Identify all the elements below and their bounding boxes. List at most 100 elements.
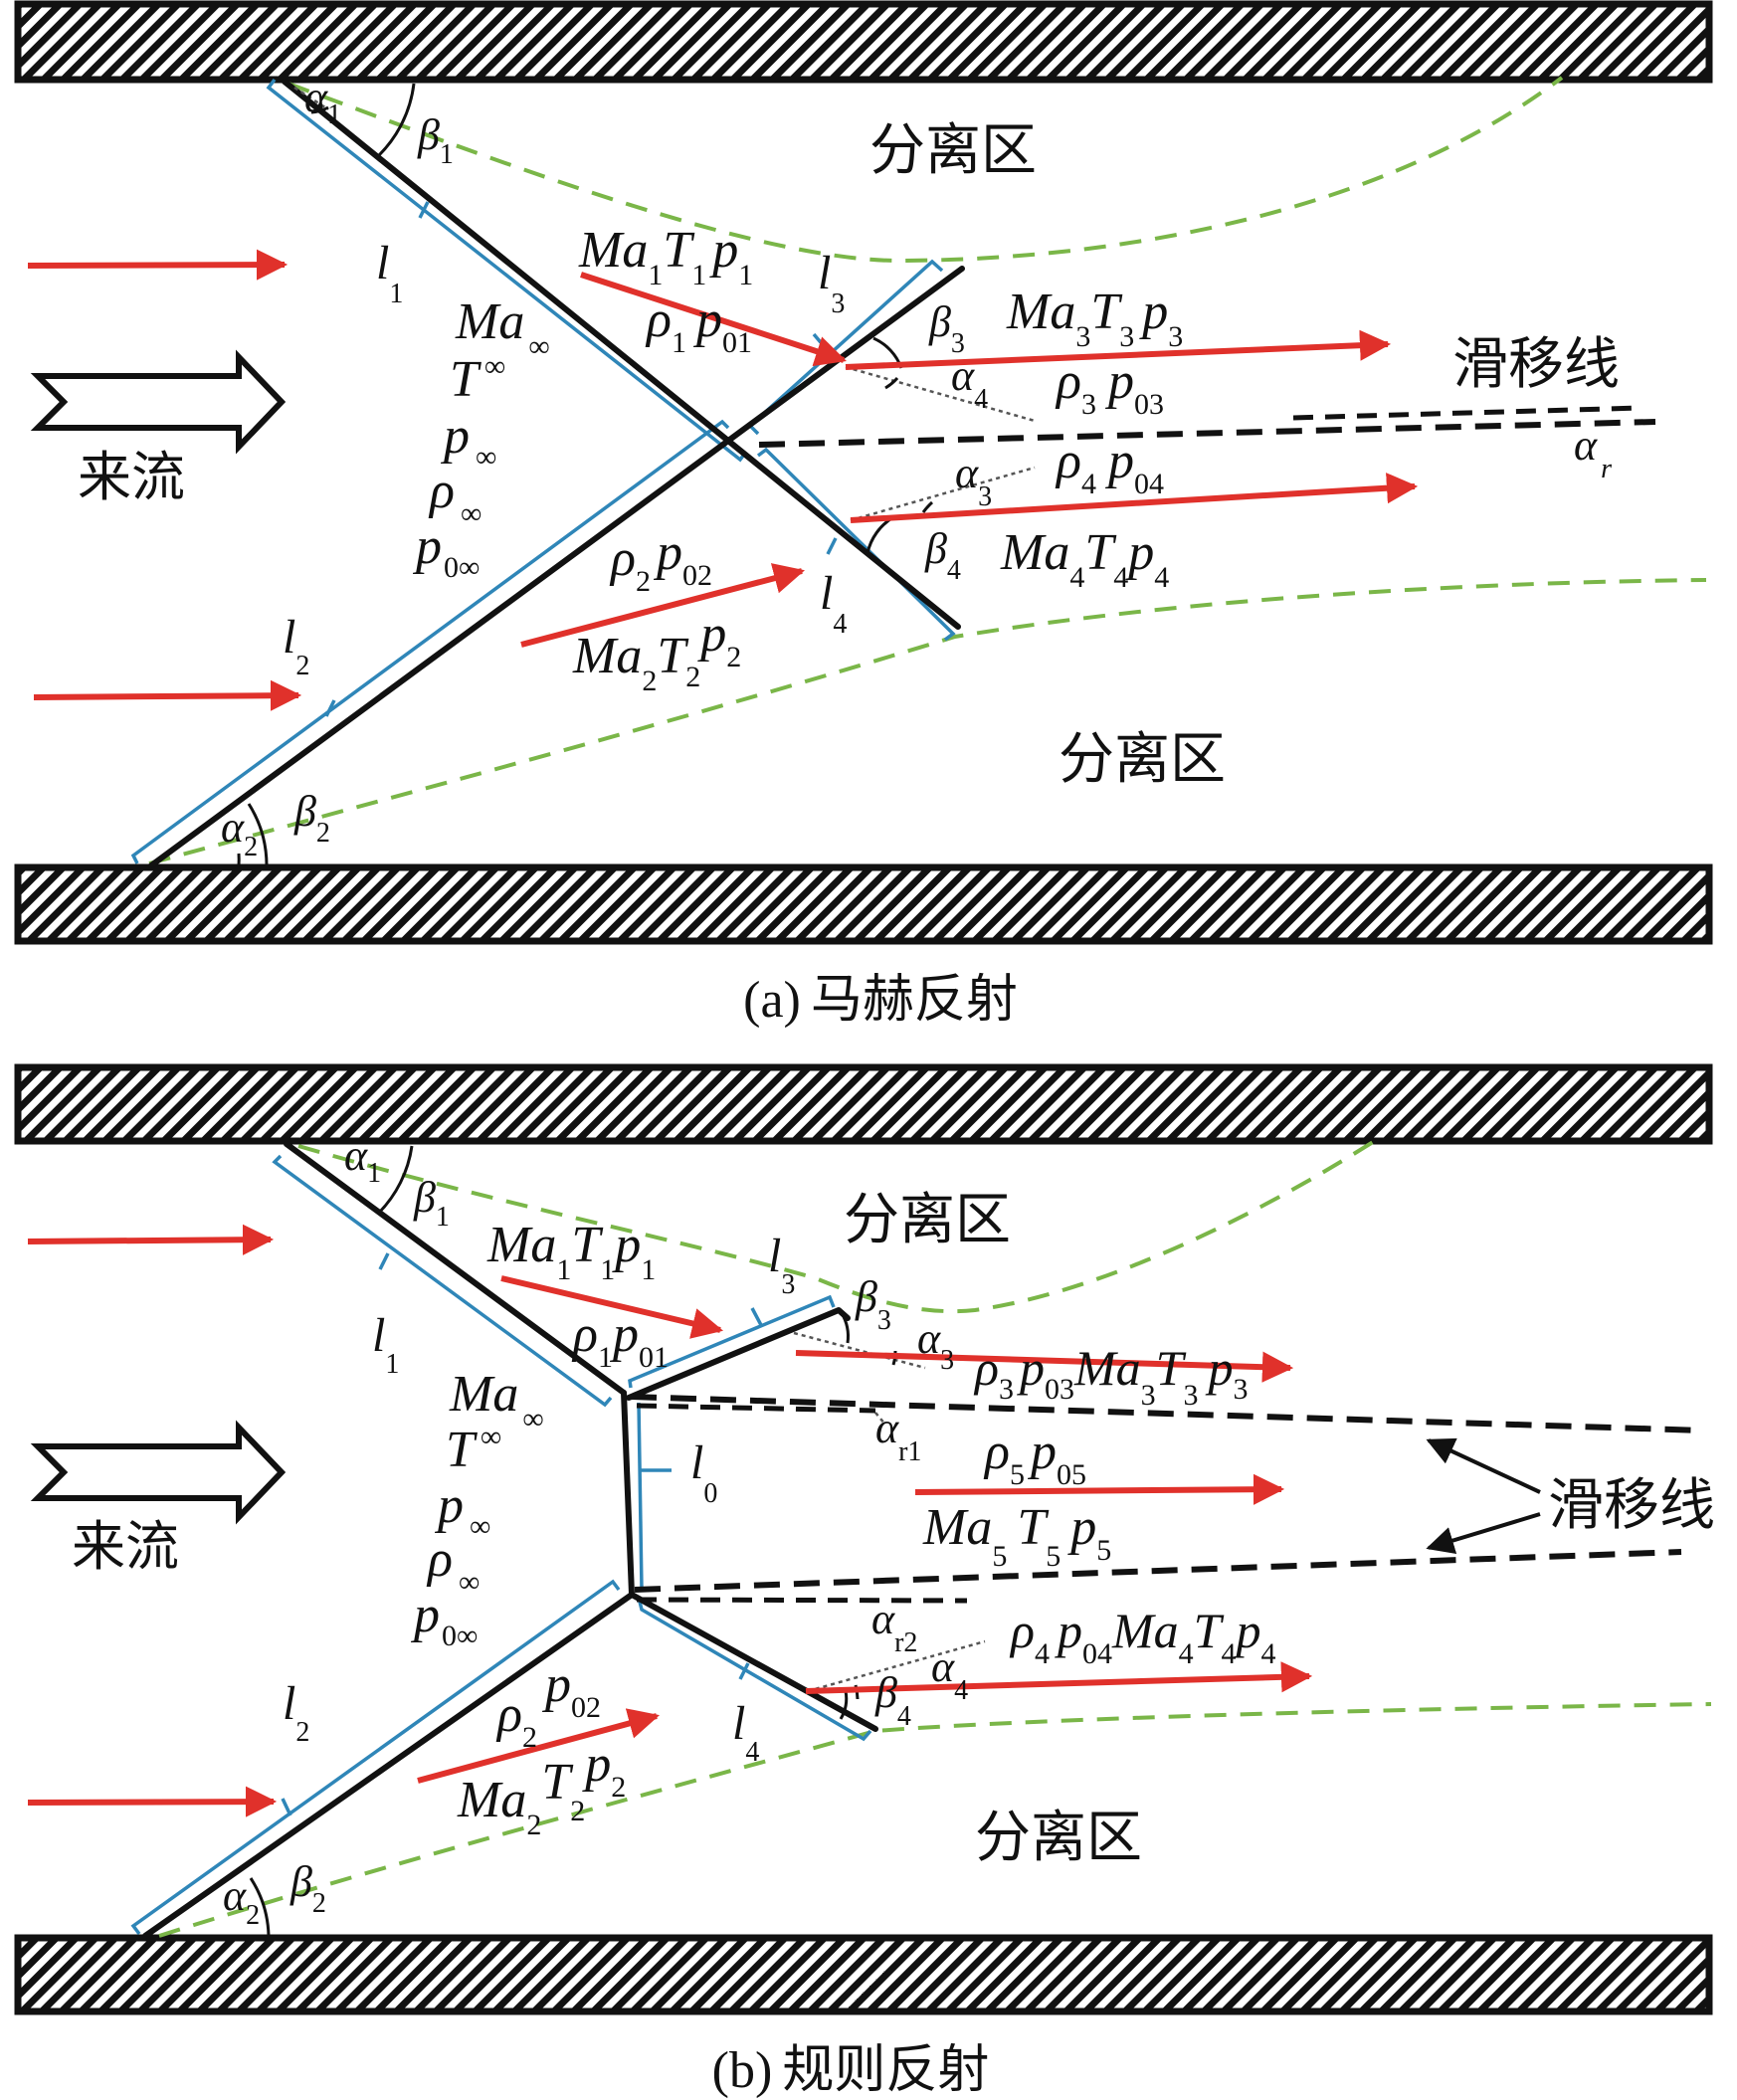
incoming-flow-label: 来流 xyxy=(72,1515,179,1578)
svg-text:p∞: p∞ xyxy=(440,408,496,474)
incident-shock-1 xyxy=(282,79,961,630)
reflected-shock-3 xyxy=(626,1307,851,1401)
l2-tick xyxy=(281,1798,292,1816)
svg-text:αr: αr xyxy=(1574,421,1612,484)
freestream-labels: Ma∞ T∞ p∞ ρ∞ p0∞ xyxy=(410,1366,544,1652)
l4-marker xyxy=(756,447,956,642)
separation-boundary-top xyxy=(297,1140,1375,1314)
region1-arrow xyxy=(500,1275,724,1339)
region1-labels: Ma1T1p1 ρ1p01 xyxy=(486,1217,669,1374)
svg-text:β3: β3 xyxy=(855,1272,891,1336)
svg-text:ρ2p02: ρ2p02 xyxy=(609,524,712,598)
region5-arrow xyxy=(914,1473,1285,1505)
l2-marker xyxy=(130,419,730,864)
l0-marker xyxy=(637,1402,644,1591)
slip-line-lower-ref xyxy=(636,1597,968,1604)
separation-zone-bottom-label: 分离区 xyxy=(1059,727,1226,792)
shock-length-markers xyxy=(130,78,956,864)
l4-tick xyxy=(738,1662,750,1680)
svg-text:p∞: p∞ xyxy=(434,1477,490,1543)
slip-line-lower xyxy=(634,1549,1682,1593)
region2-arrow xyxy=(417,1708,661,1784)
slip-line-upper xyxy=(630,1394,1705,1433)
region2-arrow xyxy=(520,563,806,648)
svg-text:ρ1p01: ρ1p01 xyxy=(571,1306,669,1374)
svg-text:p0∞: p0∞ xyxy=(412,518,480,584)
svg-text:l3: l3 xyxy=(768,1230,795,1300)
incoming-flow-arrow-icon xyxy=(30,349,287,455)
svg-text:αr1: αr1 xyxy=(875,1404,921,1467)
mach-stem xyxy=(621,1390,635,1598)
region4-arrow xyxy=(850,473,1419,523)
slip-pointer-upper xyxy=(1426,1437,1541,1494)
freestream-arrow-upper xyxy=(27,249,289,281)
svg-text:ρ1p01: ρ1p01 xyxy=(645,291,752,359)
region3-arrow xyxy=(845,329,1392,370)
incident-shock-2 xyxy=(148,266,965,868)
shock-length-markers xyxy=(130,1154,872,1936)
shocks xyxy=(148,79,965,868)
separation-boundary-bottom xyxy=(158,1702,1712,1938)
svg-text:l4: l4 xyxy=(732,1697,759,1768)
slip-line-upper-ref xyxy=(636,1403,876,1414)
shocks xyxy=(142,1141,878,1939)
l1-tick xyxy=(378,1252,390,1270)
svg-text:Ma2T2p2: Ma2T2p2 xyxy=(457,1736,626,1841)
svg-text:α1: α1 xyxy=(304,73,341,130)
angle-labels: α1 β1 β3 α3 αr1 αr2 α4 β4 α2 β2 xyxy=(223,1131,968,1931)
slip-line-pointers xyxy=(1426,1437,1541,1555)
angle-references xyxy=(793,1331,986,1693)
svg-text:β1: β1 xyxy=(417,110,454,170)
l2-tick xyxy=(324,699,336,717)
svg-text:Ma∞: Ma∞ xyxy=(455,293,550,363)
freestream-arrow-lower xyxy=(33,679,302,711)
slip-line-label: 滑移线 xyxy=(1548,1473,1715,1538)
l1-tick xyxy=(418,201,430,219)
incident-shock-1 xyxy=(284,1141,627,1396)
separation-zone-bottom-label: 分离区 xyxy=(975,1806,1142,1870)
l3-marker xyxy=(747,259,944,436)
svg-text:β4: β4 xyxy=(924,524,961,586)
region4-arrow xyxy=(805,1661,1313,1694)
svg-text:Ma1T1p1: Ma1T1p1 xyxy=(578,222,753,291)
svg-text:α4: α4 xyxy=(951,351,988,415)
svg-text:ρ∞: ρ∞ xyxy=(428,463,482,530)
svg-text:Ma∞: Ma∞ xyxy=(449,1366,544,1435)
svg-text:l1: l1 xyxy=(376,237,403,309)
svg-text:l1: l1 xyxy=(372,1309,399,1380)
svg-text:l4: l4 xyxy=(820,567,847,640)
length-labels: l1 l2 l3 l4 xyxy=(283,237,847,681)
slip-line xyxy=(758,419,1656,448)
freestream-arrow-upper xyxy=(27,1224,275,1255)
l3-tick xyxy=(812,332,827,349)
l4-tick xyxy=(826,537,838,555)
svg-text:α2: α2 xyxy=(221,803,258,862)
freestream-arrow-lower xyxy=(27,1786,278,1817)
angle-arcs xyxy=(237,83,934,866)
slip-line-label: 滑移线 xyxy=(1452,332,1620,397)
region1-arrow xyxy=(580,272,847,367)
svg-text:β4: β4 xyxy=(874,1668,911,1732)
region2-labels: ρ2p02 Ma2T2p2 xyxy=(457,1656,626,1841)
svg-text:ρ2p02: ρ2p02 xyxy=(495,1656,601,1754)
svg-text:α4: α4 xyxy=(931,1642,968,1706)
top-wall xyxy=(14,1063,1713,1145)
separation-zone-top-label: 分离区 xyxy=(844,1188,1011,1252)
l1-marker xyxy=(272,1154,613,1408)
separation-zone-top-label: 分离区 xyxy=(869,118,1037,183)
svg-text:αr2: αr2 xyxy=(871,1595,917,1658)
svg-text:α3: α3 xyxy=(955,449,992,512)
l2-marker xyxy=(130,1579,621,1936)
length-labels: l1 l2 l3 l0 l4 xyxy=(283,1230,795,1768)
